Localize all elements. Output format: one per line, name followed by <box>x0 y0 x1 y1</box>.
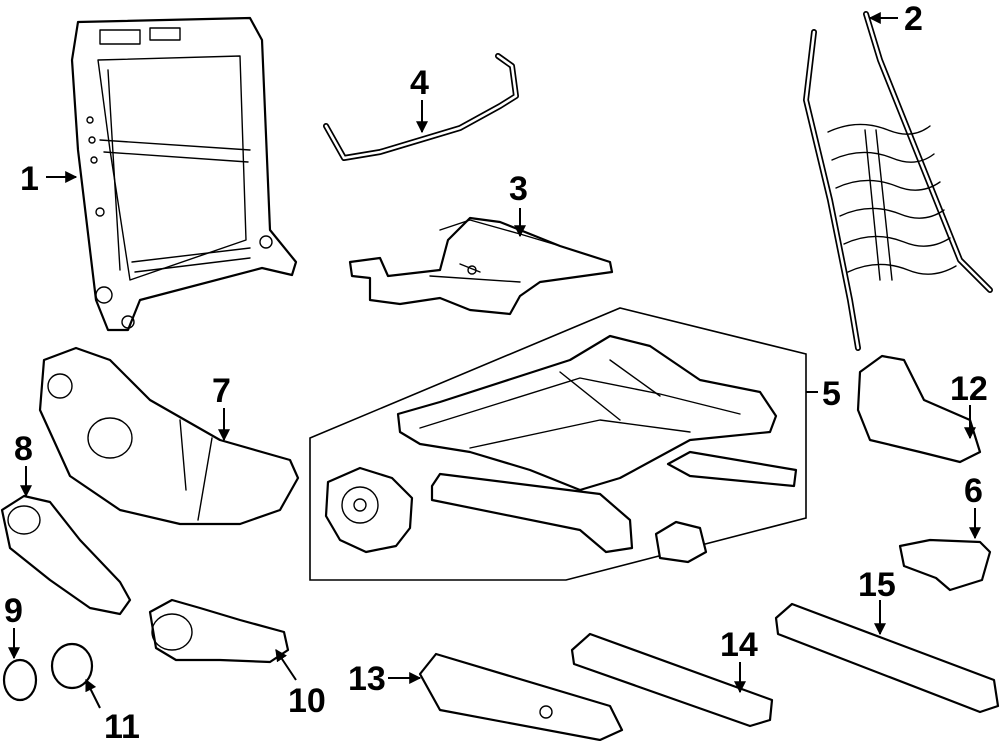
callout-5: 5 <box>822 375 841 413</box>
callout-15: 15 <box>858 566 896 604</box>
part-11-cap <box>50 642 94 690</box>
callout-14: 14 <box>720 626 758 664</box>
part-1-seat-back-frame <box>70 16 298 332</box>
callout-7: 7 <box>212 372 231 410</box>
part-3-seat-pan <box>348 216 614 316</box>
part-10-recliner-cover <box>148 598 290 664</box>
callout-labels: 1 2 3 4 5 6 7 8 9 10 11 12 13 14 15 <box>4 0 988 741</box>
part-15-track-cover <box>774 602 1000 714</box>
part-4-wire-bar <box>323 53 519 161</box>
part-5-seat-adjuster <box>309 307 807 581</box>
callout-4: 4 <box>410 64 429 102</box>
callout-3: 3 <box>509 170 528 208</box>
part-13-track-cover <box>418 652 624 741</box>
part-9-cap <box>2 658 38 702</box>
part-2-wire-suspension <box>803 11 993 351</box>
callout-9: 9 <box>4 592 23 630</box>
part-14-track-cover <box>570 632 774 728</box>
callout-2: 2 <box>904 0 923 38</box>
callout-12: 12 <box>950 370 988 408</box>
leader-lines <box>8 12 981 709</box>
callout-1: 1 <box>20 160 39 198</box>
callout-13: 13 <box>348 660 386 698</box>
part-6-handle <box>898 538 992 592</box>
callout-10: 10 <box>288 682 326 720</box>
part-12-trim-piece <box>856 354 982 464</box>
callout-11: 11 <box>104 708 140 741</box>
callout-8: 8 <box>14 430 33 468</box>
part-7-side-shield <box>38 346 300 526</box>
callout-6: 6 <box>964 472 983 510</box>
part-8-trim-cover <box>0 494 132 616</box>
